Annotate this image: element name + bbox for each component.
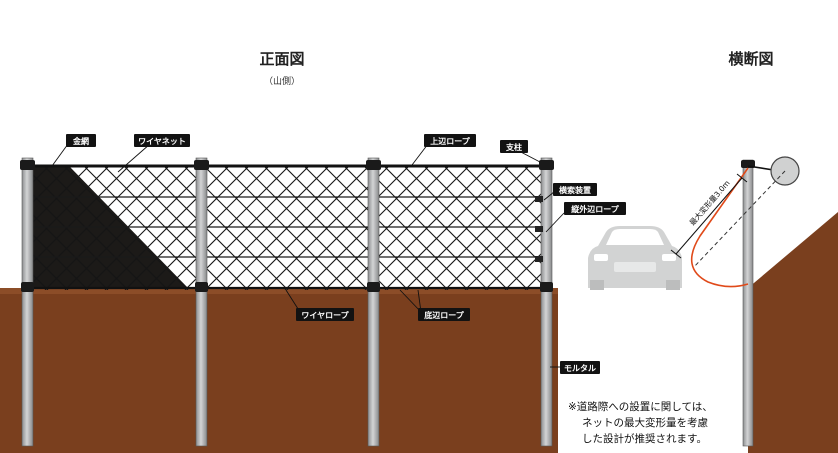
label-post: 支柱 — [500, 140, 528, 153]
svg-text:上辺ロープ: 上辺ロープ — [430, 136, 471, 146]
label-top-rope: 上辺ロープ — [424, 134, 476, 147]
cross-device-icon — [535, 196, 543, 262]
net-strand — [44, 167, 169, 290]
net-strand — [104, 167, 229, 290]
post-1 — [21, 157, 34, 447]
label-vertical-outer-rope: 縦外辺ロープ — [564, 202, 626, 215]
wire-net — [28, 167, 546, 290]
post-2 — [195, 157, 208, 447]
slope-ground — [748, 212, 838, 453]
net-strand — [244, 167, 369, 290]
cross-section-title: 横断図 — [728, 50, 773, 68]
svg-text:縦外辺ロープ: 縦外辺ロープ — [571, 204, 620, 214]
net-strand — [28, 167, 109, 290]
posts — [21, 157, 553, 447]
label-wire-net: ワイヤネット — [134, 134, 190, 147]
net-strand — [124, 167, 249, 290]
net-strand — [344, 167, 469, 290]
svg-text:モルタル: モルタル — [564, 363, 596, 373]
net-strand — [304, 167, 429, 290]
net-strand — [28, 167, 69, 290]
net-strand — [484, 167, 546, 290]
ground-front — [0, 288, 558, 453]
net-strand — [424, 167, 546, 290]
svg-text:底辺ロープ: 底辺ロープ — [423, 310, 465, 320]
label-cross-device: 横索装置 — [553, 183, 597, 196]
max-deformation-label: 最大変形量3.0m — [687, 178, 732, 227]
net-strand — [504, 167, 546, 290]
net-strand — [384, 167, 509, 290]
net-strand — [204, 167, 329, 290]
net-strand — [28, 167, 149, 290]
svg-text:ワイヤロープ: ワイヤロープ — [301, 310, 349, 320]
post-3 — [367, 157, 380, 447]
svg-text:横索装置: 横索装置 — [559, 185, 591, 195]
net-strand — [28, 167, 69, 290]
net-strand — [484, 167, 546, 290]
label-bottom-rope: 底辺ロープ — [418, 308, 470, 321]
wire-ropes — [28, 196, 546, 258]
net-strand — [444, 167, 546, 290]
net-strand — [504, 167, 546, 290]
rock-trajectory — [692, 170, 786, 269]
net-strand — [164, 167, 289, 290]
front-view-subtitle: （山側） — [264, 75, 300, 87]
label-wire-mesh: 金網 — [66, 134, 96, 147]
net-strand — [284, 167, 409, 290]
net-strand — [28, 167, 89, 290]
note-line-3: した設計が推奨されます。 — [582, 432, 707, 445]
net-strand — [404, 167, 529, 290]
net-strand — [324, 167, 449, 290]
net-strand — [28, 167, 89, 290]
car-icon — [588, 226, 682, 290]
net-strand — [84, 167, 209, 290]
net-strand — [64, 167, 189, 290]
note-line-2: ネットの最大変形量を考慮 — [582, 416, 708, 429]
post-4 — [540, 157, 553, 447]
label-wire-rope: ワイヤロープ — [296, 308, 354, 321]
post-caps — [20, 160, 554, 292]
net-strand — [264, 167, 389, 290]
net-strand — [364, 167, 489, 290]
cross-section-post — [742, 159, 754, 447]
design-note: ※道路際への設置に関しては、 ネットの最大変形量を考慮 した設計が推奨されます。 — [568, 400, 713, 445]
ground-surface-front — [0, 288, 558, 294]
net-strand — [224, 167, 349, 290]
label-mortar: モルタル — [560, 361, 600, 374]
svg-text:ワイヤネット: ワイヤネット — [138, 136, 186, 146]
svg-text:支柱: 支柱 — [505, 142, 522, 152]
net-strand — [28, 167, 129, 290]
deformed-net-curve — [690, 167, 749, 288]
svg-text:金網: 金網 — [72, 136, 89, 146]
note-line-1: ※道路際への設置に関しては、 — [568, 400, 713, 413]
net-strand — [464, 167, 546, 290]
front-view-title: 正面図 — [259, 50, 304, 68]
